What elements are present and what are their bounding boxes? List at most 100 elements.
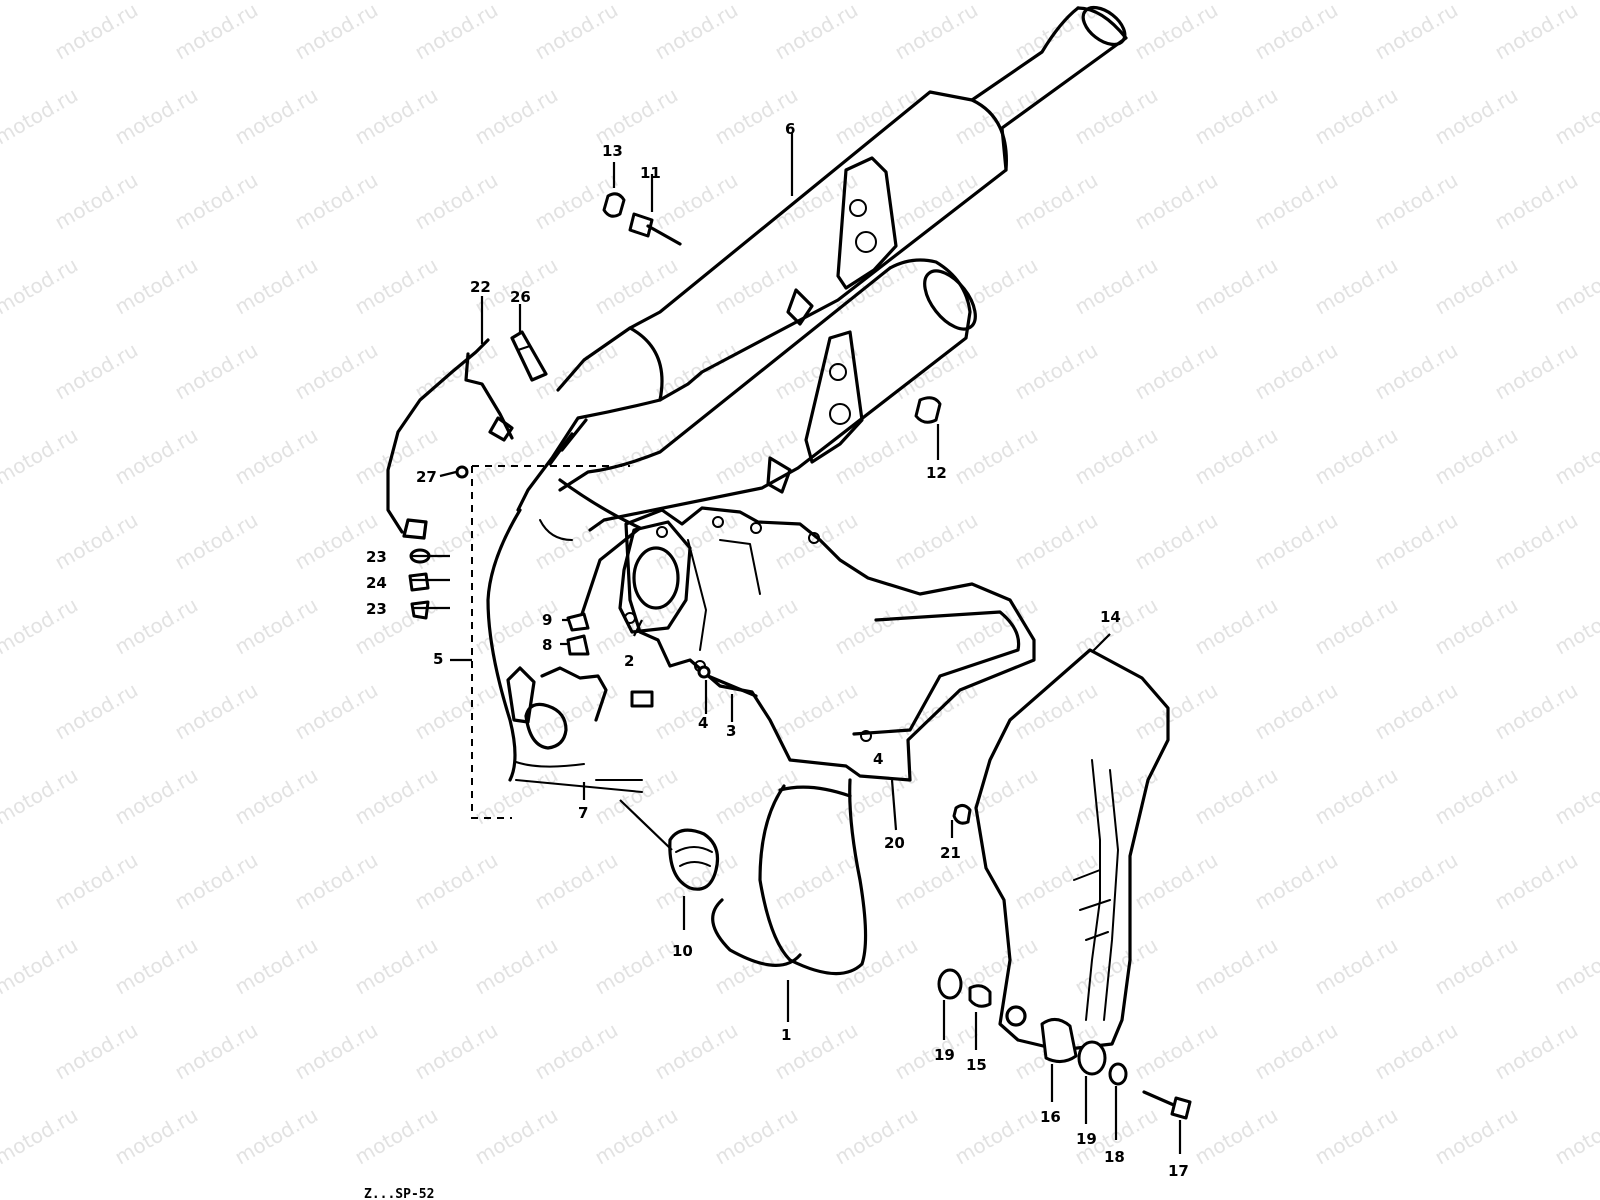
watermark-text: motod.ru bbox=[291, 0, 382, 64]
watermark-text: motod.ru bbox=[0, 1103, 82, 1170]
watermark-text: motod.ru bbox=[1431, 933, 1522, 1000]
watermark-text: motod.ru bbox=[471, 1103, 562, 1170]
watermark-text: motod.ru bbox=[411, 508, 502, 575]
nut-24 bbox=[408, 572, 430, 592]
watermark-text: motod.ru bbox=[111, 253, 202, 320]
watermark-text: motod.ru bbox=[0, 83, 82, 150]
muffler-clamp-upper bbox=[786, 288, 814, 326]
callout-11: 11 bbox=[640, 164, 661, 182]
bolt-17 bbox=[1142, 1090, 1192, 1120]
watermark-text: motod.ru bbox=[1431, 593, 1522, 660]
exhaust-collector bbox=[624, 506, 1036, 782]
upper-muffler bbox=[516, 5, 1128, 512]
callout-9: 9 bbox=[542, 611, 552, 629]
watermark-text: motod.ru bbox=[591, 1103, 682, 1170]
callout-18: 18 bbox=[1104, 1148, 1125, 1166]
watermark-text: motod.ru bbox=[651, 1018, 742, 1085]
bracket-22 bbox=[386, 338, 514, 540]
watermark-text: motod.ru bbox=[1191, 83, 1282, 150]
callout-16: 16 bbox=[1040, 1108, 1061, 1126]
watermark-text: motod.ru bbox=[1551, 933, 1600, 1000]
watermark-text: motod.ru bbox=[231, 593, 322, 660]
nut-9 bbox=[566, 612, 590, 632]
watermark-text: motod.ru bbox=[111, 1103, 202, 1170]
callout-17: 17 bbox=[1168, 1162, 1189, 1180]
watermark-text: motod.ru bbox=[171, 508, 262, 575]
watermark-text: motod.ru bbox=[591, 763, 682, 830]
watermark-text: motod.ru bbox=[1491, 508, 1582, 575]
watermark-text: motod.ru bbox=[1431, 763, 1522, 830]
watermark-text: motod.ru bbox=[1251, 1018, 1342, 1085]
watermark-text: motod.ru bbox=[411, 848, 502, 915]
watermark-text: motod.ru bbox=[1491, 678, 1582, 745]
nut-12 bbox=[914, 396, 942, 424]
watermark-text: motod.ru bbox=[291, 338, 382, 405]
callout-23a: 23 bbox=[366, 548, 387, 566]
washer-18 bbox=[1108, 1062, 1128, 1086]
watermark-text: motod.ru bbox=[771, 848, 862, 915]
watermark-text: motod.ru bbox=[531, 1018, 622, 1085]
watermark-text: motod.ru bbox=[1371, 1018, 1462, 1085]
muffler-bracket-upper bbox=[836, 156, 898, 290]
watermark-text: motod.ru bbox=[1191, 1103, 1282, 1170]
watermark-text: motod.ru bbox=[1131, 678, 1222, 745]
callout-14: 14 bbox=[1100, 608, 1121, 626]
watermark-text: motod.ru bbox=[1191, 593, 1282, 660]
watermark-text: motod.ru bbox=[1011, 508, 1102, 575]
watermark-text: motod.ru bbox=[1191, 763, 1282, 830]
watermark-text: motod.ru bbox=[531, 0, 622, 64]
callout-3: 3 bbox=[726, 722, 736, 740]
watermark-text: motod.ru bbox=[171, 1018, 262, 1085]
callout-1: 1 bbox=[781, 1026, 791, 1044]
watermark-text: motod.ru bbox=[231, 1103, 322, 1170]
callout-21: 21 bbox=[940, 844, 961, 862]
watermark-text: motod.ru bbox=[291, 678, 382, 745]
watermark-text: motod.ru bbox=[951, 593, 1042, 660]
callout-23b: 23 bbox=[366, 600, 387, 618]
watermark-text: motod.ru bbox=[711, 763, 802, 830]
callout-10: 10 bbox=[672, 942, 693, 960]
watermark-text: motod.ru bbox=[1551, 83, 1600, 150]
watermark-text: motod.ru bbox=[951, 1103, 1042, 1170]
watermark-text: motod.ru bbox=[891, 0, 982, 64]
watermark-text: motod.ru bbox=[891, 848, 982, 915]
watermark-text: motod.ru bbox=[51, 0, 142, 64]
watermark-text: motod.ru bbox=[351, 763, 442, 830]
watermark-text: motod.ru bbox=[711, 1103, 802, 1170]
watermark-text: motod.ru bbox=[51, 1018, 142, 1085]
watermark-text: motod.ru bbox=[1191, 253, 1282, 320]
pipe-clamp-assembly bbox=[471, 465, 643, 819]
watermark-text: motod.ru bbox=[0, 593, 82, 660]
watermark-text: motod.ru bbox=[1551, 253, 1600, 320]
watermark-text: motod.ru bbox=[771, 168, 862, 235]
muffler-clamp-lower bbox=[766, 456, 792, 494]
watermark-text: motod.ru bbox=[111, 83, 202, 150]
callout-labels: 1 2 3 4 4 5 6 7 8 9 10 11 12 13 14 15 16… bbox=[366, 120, 1189, 1180]
watermark-text: motod.ru bbox=[1371, 0, 1462, 64]
nut-13 bbox=[602, 192, 626, 218]
bolt-near-7 bbox=[630, 690, 654, 708]
watermark-text: motod.ru bbox=[951, 933, 1042, 1000]
watermark-text: motod.ru bbox=[1071, 423, 1162, 490]
callout-6: 6 bbox=[785, 120, 795, 138]
watermark-text: motod.ru bbox=[1311, 593, 1402, 660]
callout-19a: 19 bbox=[934, 1046, 955, 1064]
watermark-text: motod.ru bbox=[291, 168, 382, 235]
watermark-text: motod.ru bbox=[1491, 0, 1582, 64]
watermark-text: motod.ru bbox=[1371, 168, 1462, 235]
watermark-text: motod.ru bbox=[1551, 1103, 1600, 1170]
watermark-text: motod.ru bbox=[1491, 338, 1582, 405]
watermark-text: motod.ru bbox=[771, 0, 862, 64]
watermark-text: motod.ru bbox=[1131, 848, 1222, 915]
watermark-text: motod.ru bbox=[0, 253, 82, 320]
callout-4b: 4 bbox=[873, 750, 883, 768]
watermark-text: motod.ru bbox=[411, 168, 502, 235]
watermark-text: motod.ru bbox=[531, 848, 622, 915]
bolt-23b bbox=[410, 600, 430, 620]
watermark-text: motod.ru bbox=[51, 168, 142, 235]
watermark-text: motod.ru bbox=[951, 253, 1042, 320]
watermark-text: motod.ru bbox=[1131, 0, 1222, 64]
watermark-text: motod.ru bbox=[831, 83, 922, 150]
bolt-21 bbox=[952, 803, 972, 825]
watermark-text: motod.ru bbox=[1011, 678, 1102, 745]
